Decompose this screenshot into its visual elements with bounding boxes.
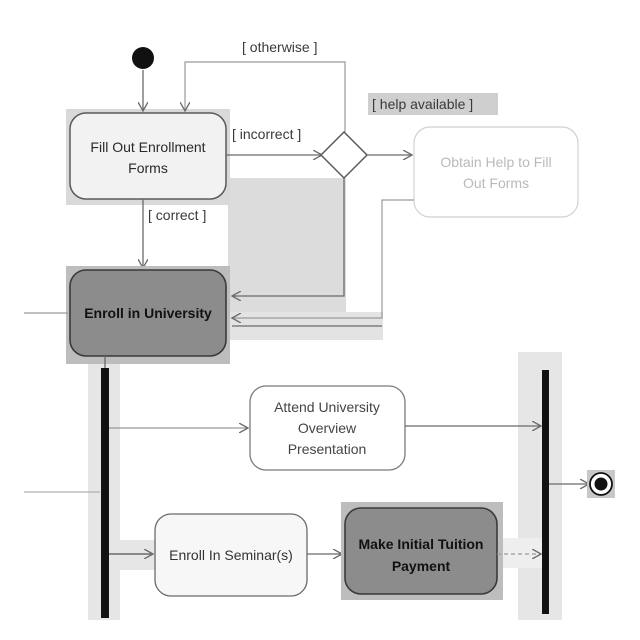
activity-obtain-help-label-2: Out Forms: [463, 175, 529, 191]
activity-attend-label-3: Presentation: [288, 441, 367, 457]
guard-otherwise: [ otherwise ]: [242, 39, 317, 55]
activity-enroll-university-label: Enroll in University: [84, 305, 212, 321]
activity-attend-label-1: Attend University: [274, 399, 380, 415]
flow-otherwise-loop: [185, 61, 346, 132]
activity-fill-out-label-2: Forms: [128, 160, 168, 176]
join-bar[interactable]: [542, 370, 549, 614]
guard-correct: [ correct ]: [148, 207, 206, 223]
activity-attend-presentation[interactable]: Attend University Overview Presentation: [249, 385, 406, 471]
activity-payment-label-1: Make Initial Tuition: [359, 536, 484, 552]
initial-node[interactable]: [132, 47, 154, 69]
activity-enroll-in-seminar[interactable]: Enroll In Seminar(s): [154, 513, 308, 597]
activity-make-payment[interactable]: Make Initial Tuition Payment: [344, 507, 498, 595]
activity-payment-label-2: Payment: [392, 558, 451, 574]
activity-obtain-help-label-1: Obtain Help to Fill: [440, 154, 551, 170]
join-bar-shadow: [518, 352, 562, 620]
final-node[interactable]: [589, 472, 613, 496]
guard-incorrect: [ incorrect ]: [232, 126, 301, 142]
activity-enroll-seminar-label: Enroll In Seminar(s): [169, 547, 293, 563]
activity-enroll-in-university[interactable]: Enroll in University: [69, 269, 227, 357]
activity-attend-label-2: Overview: [298, 420, 357, 436]
payment-arrow-shadow: [500, 538, 542, 568]
guard-help-available-bg: [368, 93, 498, 115]
activity-fill-out-enrollment-forms[interactable]: Fill Out Enrollment Forms: [69, 112, 227, 200]
decision-node[interactable]: [319, 130, 369, 180]
activity-obtain-help[interactable]: Obtain Help to Fill Out Forms: [413, 126, 579, 218]
flow-decision-to-enroll: [232, 178, 345, 296]
guard-help-available: [ help available ]: [372, 96, 473, 112]
flow-help-to-enroll: [232, 199, 414, 318]
selection-shadow-lower: [228, 178, 346, 318]
seminar-arrow-shadow: [112, 540, 157, 570]
activity-fill-out-label-1: Fill Out Enrollment: [90, 139, 205, 155]
fork-bar[interactable]: [101, 368, 109, 618]
